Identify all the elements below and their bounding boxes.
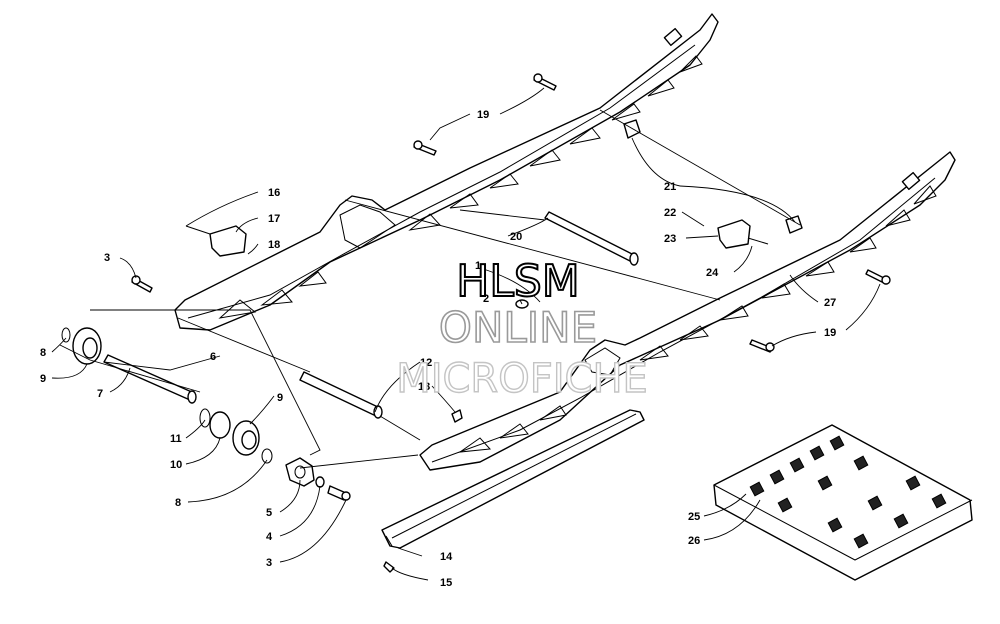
callout-16: 16 [268, 187, 280, 199]
callout-17: 17 [268, 213, 280, 225]
callout-22: 22 [664, 207, 676, 219]
callout-leaders [51, 87, 881, 581]
rear-slide-rail [174, 13, 719, 331]
callout-27: 27 [824, 297, 836, 309]
watermark: HLSM ONLINE MICROFICHE [395, 255, 648, 403]
callout-24: 24 [706, 267, 719, 279]
callout-11: 11 [170, 433, 182, 445]
bearing-upper [61, 327, 102, 365]
callout-14: 14 [440, 551, 453, 563]
reference-lines [59, 109, 801, 469]
stop-blocks [185, 219, 769, 257]
callout-15: 15 [440, 577, 452, 589]
callout-4: 4 [266, 531, 273, 543]
callout-12: 12 [420, 357, 432, 369]
callout-19a: 19 [477, 109, 489, 121]
callout-3b: 3 [266, 557, 272, 569]
callout-18: 18 [268, 239, 280, 251]
callout-20: 20 [510, 231, 522, 243]
cross-shaft [544, 211, 639, 266]
idler-axle [299, 371, 383, 419]
front-slide-rail [419, 151, 956, 471]
callout-23: 23 [664, 233, 676, 245]
callout-19b: 19 [824, 327, 836, 339]
callout-9a: 9 [40, 373, 46, 385]
bearing-lower [199, 408, 273, 464]
callout-26: 26 [688, 535, 700, 547]
watermark-line-3: MICROFICHE [396, 356, 648, 402]
callout-13: 13 [418, 381, 430, 393]
callout-6: 6 [210, 351, 216, 363]
callout-1: 1 [475, 260, 481, 272]
watermark-line-1: HLSM [456, 256, 580, 307]
bushings [623, 119, 803, 234]
callout-21: 21 [664, 181, 676, 193]
clip-13 [451, 409, 463, 423]
callout-8a: 8 [40, 347, 46, 359]
track-section [713, 424, 973, 581]
callout-10: 10 [170, 459, 182, 471]
callout-7: 7 [97, 388, 103, 400]
watermark-line-2: ONLINE [439, 303, 597, 352]
callouts: 1 2 3 3 4 5 6 7 8 8 9 9 10 11 12 13 14 1… [40, 109, 836, 589]
wheel-axle [103, 354, 197, 404]
callout-5: 5 [266, 507, 272, 519]
wheel-housing [285, 457, 351, 501]
bolts [131, 73, 891, 573]
callout-9b: 9 [277, 392, 283, 404]
callout-25: 25 [688, 511, 700, 523]
callout-2: 2 [483, 293, 489, 305]
callout-3a: 3 [104, 252, 110, 264]
callout-8b: 8 [175, 497, 181, 509]
wear-strip [381, 409, 645, 549]
